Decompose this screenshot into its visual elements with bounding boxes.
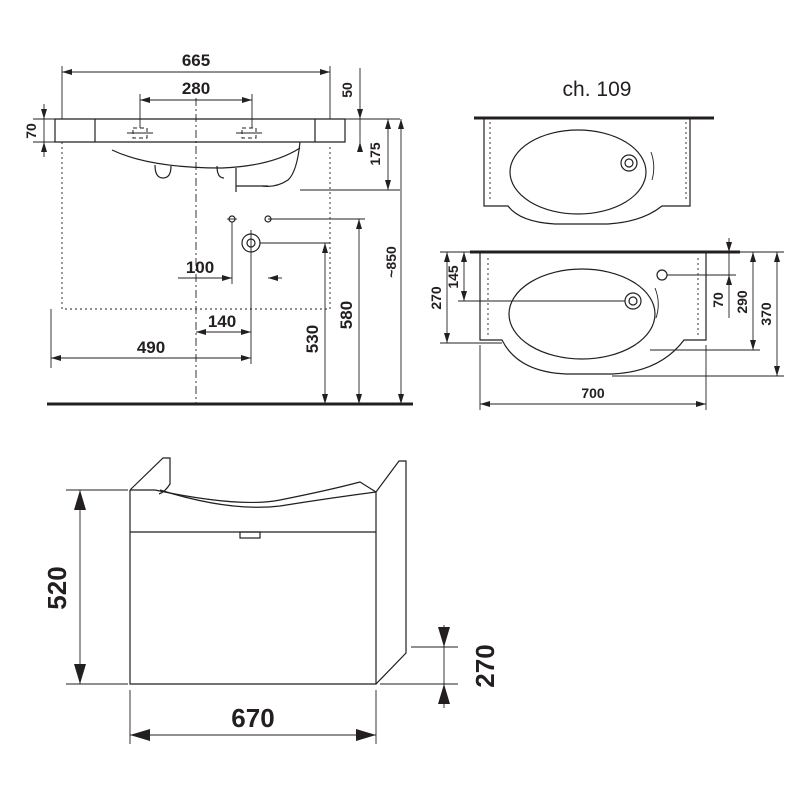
plan-view: 700 370 290 70 bbox=[428, 238, 784, 410]
dim-70-left-label: 70 bbox=[23, 123, 39, 139]
dim-basin-depth: 175 bbox=[300, 118, 400, 191]
dim-270-cabinet-label: 270 bbox=[470, 644, 500, 687]
drawer-handle bbox=[239, 531, 261, 539]
dim-install-height: ~850 bbox=[383, 119, 404, 404]
basin-elevation bbox=[54, 118, 346, 192]
dim-140-label: 140 bbox=[208, 312, 236, 331]
dim-580: 580 bbox=[337, 219, 362, 404]
dim-overall-width: 665 bbox=[61, 51, 331, 119]
dim-670: 670 bbox=[129, 690, 377, 744]
plan-waste bbox=[624, 292, 642, 310]
dim-520-label: 520 bbox=[42, 566, 72, 609]
dim-145: 145 bbox=[445, 251, 625, 302]
dim-850-label: ~850 bbox=[383, 246, 399, 278]
dim-290-label: 290 bbox=[734, 290, 750, 314]
dim-370: 370 bbox=[612, 251, 784, 377]
dim-490-label: 490 bbox=[137, 338, 165, 357]
dim-70-plan-label: 70 bbox=[710, 292, 726, 308]
tap-hole-right bbox=[236, 127, 262, 139]
dim-280-label: 280 bbox=[182, 79, 210, 98]
dim-145-label: 145 bbox=[445, 265, 461, 289]
waste-point bbox=[241, 230, 330, 364]
basin-top-view bbox=[474, 116, 714, 225]
dim-700: 700 bbox=[479, 345, 707, 410]
dim-580-label: 580 bbox=[337, 301, 356, 329]
dim-rim-thickness: 70 bbox=[23, 104, 55, 157]
dim-100-label: 100 bbox=[186, 258, 214, 277]
cabinet-view: 520 670 270 bbox=[42, 457, 500, 744]
dim-670-label: 670 bbox=[231, 703, 274, 733]
dim-70-plan: 70 bbox=[667, 238, 736, 318]
dim-290: 290 bbox=[650, 252, 760, 351]
dim-490: 490 bbox=[50, 309, 251, 368]
dim-rim-top: 50 bbox=[330, 68, 368, 152]
supply-points bbox=[227, 215, 365, 223]
dim-370-label: 370 bbox=[758, 302, 774, 326]
dim-530-label: 530 bbox=[303, 325, 322, 353]
dim-530: 530 bbox=[303, 243, 328, 404]
dim-270-cabinet: 270 bbox=[380, 625, 500, 708]
plan-basin-bowl bbox=[508, 268, 656, 360]
dim-665-label: 665 bbox=[182, 51, 210, 70]
dim-175-label: 175 bbox=[367, 142, 383, 166]
dim-100: 100 bbox=[178, 222, 282, 284]
plan-tap-hole bbox=[656, 269, 668, 281]
model-label: ch. 109 bbox=[563, 78, 632, 101]
dim-520: 520 bbox=[42, 489, 128, 685]
dim-270-plan-label: 270 bbox=[428, 286, 444, 310]
dim-270-plan: 270 bbox=[428, 251, 502, 344]
dim-tap-spacing: 280 bbox=[139, 79, 253, 128]
side-view: 665 280 70 50 bbox=[23, 51, 413, 406]
dim-50-label: 50 bbox=[339, 82, 355, 98]
dim-140: 140 bbox=[196, 312, 251, 335]
tap-hole-left bbox=[127, 127, 153, 139]
dim-700-label: 700 bbox=[581, 385, 605, 401]
